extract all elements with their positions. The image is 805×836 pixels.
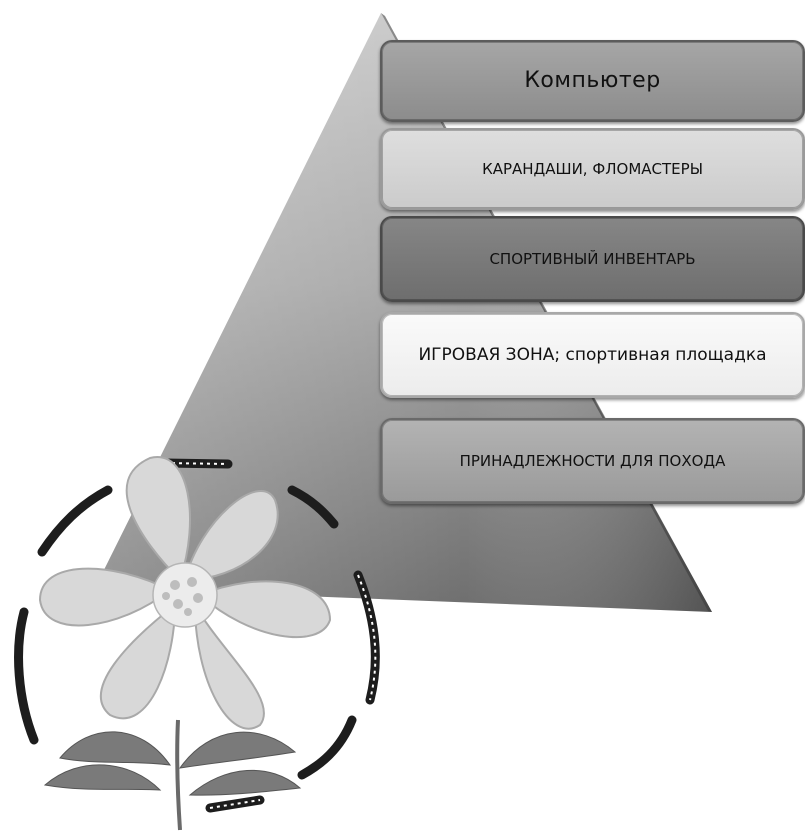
pyramid-level-pencils-markers: КАРАНДАШИ, ФЛОМАСТЕРЫ: [380, 128, 805, 210]
pyramid-level-label: КАРАНДАШИ, ФЛОМАСТЕРЫ: [482, 159, 703, 178]
pyramid-level-label: ПРИНАДЛЕЖНОСТИ ДЛЯ ПОХОДА: [459, 451, 726, 470]
pyramid-level-label: Компьютер: [524, 68, 661, 94]
flower-wreath-icon: [14, 456, 380, 831]
pyramid-level-hiking-gear: ПРИНАДЛЕЖНОСТИ ДЛЯ ПОХОДА: [380, 418, 805, 504]
pyramid-level-computer: Компьютер: [380, 40, 805, 122]
pyramid-level-play-zone: ИГРОВАЯ ЗОНА; спортивная площадка: [380, 312, 805, 398]
pyramid-level-sports-equipment: СПОРТИВНЫЙ ИНВЕНТАРЬ: [380, 216, 805, 302]
pyramid-level-label: ИГРОВАЯ ЗОНА; спортивная площадка: [418, 344, 767, 365]
pyramid-level-label: СПОРТИВНЫЙ ИНВЕНТАРЬ: [489, 249, 696, 268]
